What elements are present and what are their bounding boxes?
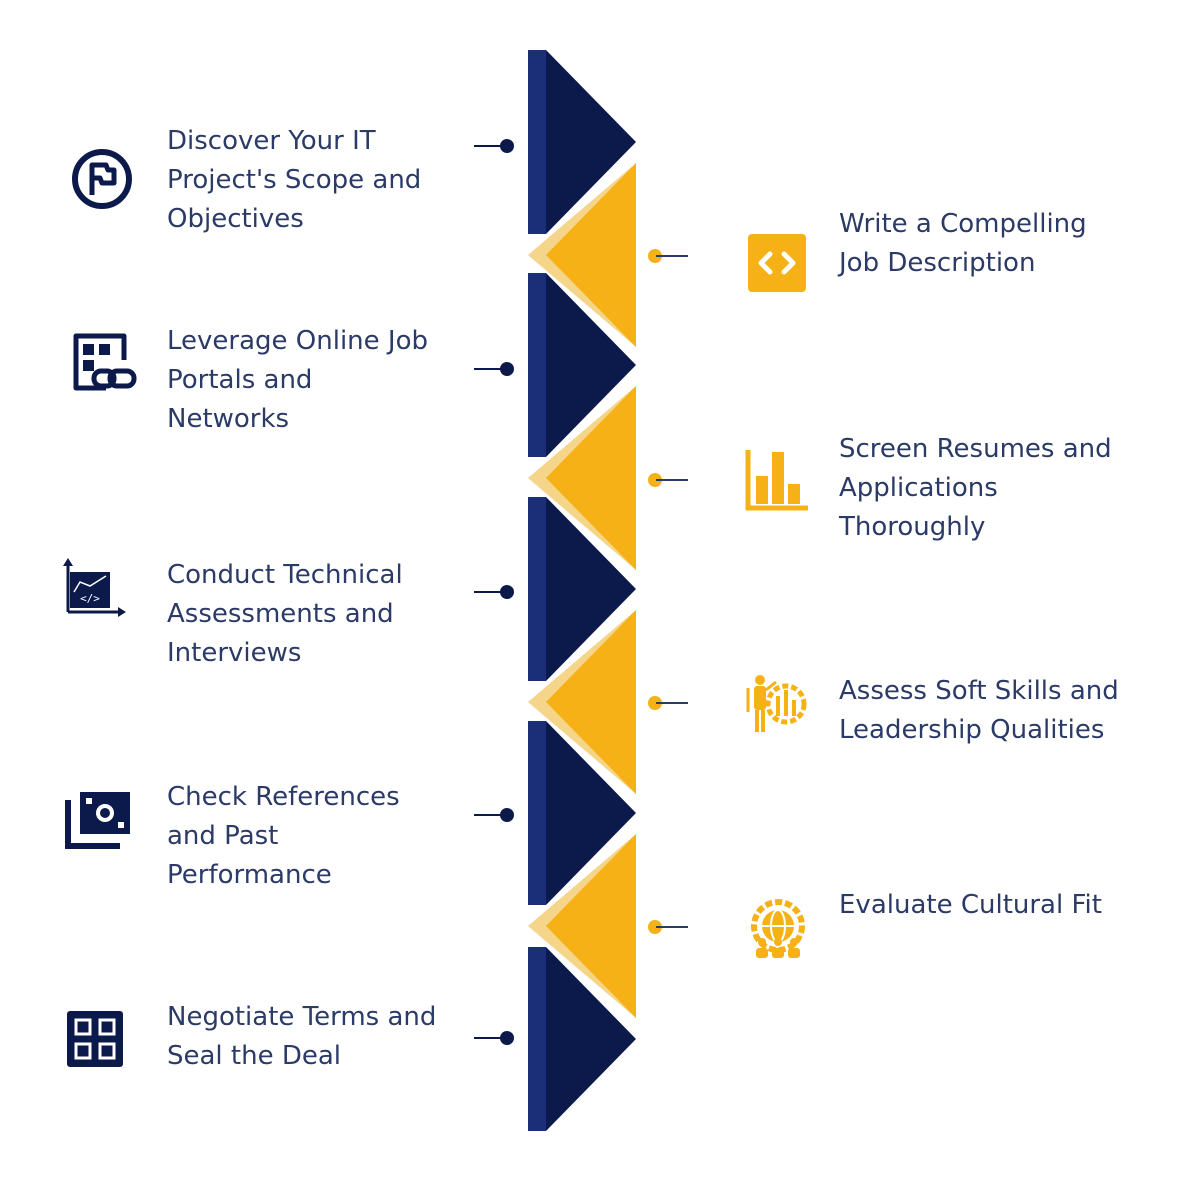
gold-segment xyxy=(528,610,636,794)
navy-segment xyxy=(528,721,636,905)
gold-segment xyxy=(528,386,636,570)
connector-right xyxy=(648,920,688,934)
step-label: Evaluate Cultural Fit xyxy=(839,890,1102,920)
connector-right xyxy=(648,249,688,263)
step-label: Conduct Technical Assessments and Interv… xyxy=(167,560,403,668)
svg-text:</>: </> xyxy=(80,592,100,605)
step-label: Leverage Online Job Portals and Networks xyxy=(167,326,429,434)
portal-link-icon xyxy=(73,333,137,391)
bar-chart-icon xyxy=(745,450,808,511)
navy-segment xyxy=(528,947,636,1131)
navy-segment xyxy=(528,273,636,457)
connector-right xyxy=(648,696,688,710)
connector-left xyxy=(474,808,514,822)
navy-segment xyxy=(528,50,636,234)
connector-left xyxy=(474,139,514,153)
step-label: Write a Compelling Job Description xyxy=(839,209,1087,278)
connector-right xyxy=(648,473,688,487)
connector-left xyxy=(474,1031,514,1045)
gold-segment xyxy=(528,163,636,347)
grid-panel-icon xyxy=(67,1011,123,1067)
connector-left xyxy=(474,362,514,376)
code-chart-icon: </> xyxy=(63,558,126,617)
code-brackets-icon xyxy=(748,234,806,292)
step-label: Discover Your IT Project's Scope and Obj… xyxy=(167,126,422,234)
step-label: Negotiate Terms and Seal the Deal xyxy=(167,1002,437,1071)
flag-circle-icon xyxy=(72,149,132,209)
step-label: Assess Soft Skills and Leadership Qualit… xyxy=(839,676,1119,745)
presenter-gear-icon xyxy=(746,675,807,732)
connector-left xyxy=(474,585,514,599)
navy-segment xyxy=(528,497,636,681)
step-label: Screen Resumes and Applications Thorough… xyxy=(839,434,1112,542)
team-globe-icon xyxy=(751,899,805,958)
cash-stack-icon xyxy=(65,792,130,849)
gold-segment xyxy=(528,834,636,1018)
step-label: Check References and Past Performance xyxy=(167,782,400,890)
